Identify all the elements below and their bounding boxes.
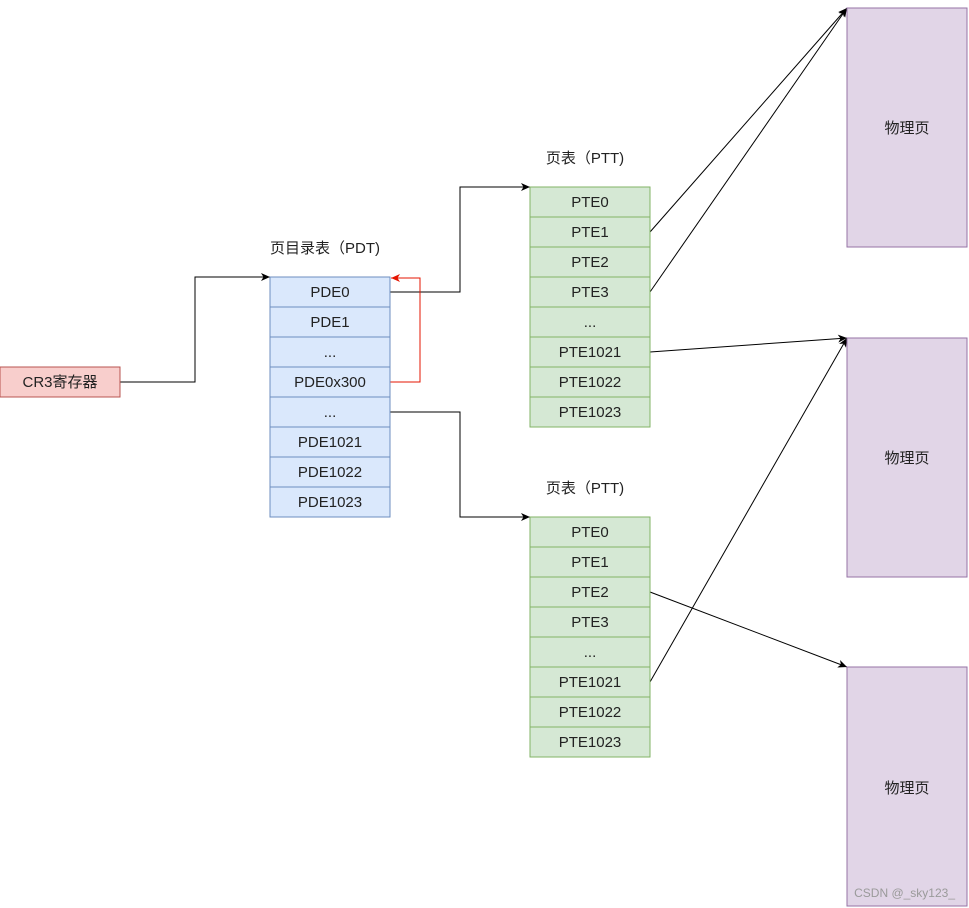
arrow-ptt2-pte1021-to-page2	[649, 337, 848, 683]
ptt-row	[529, 306, 651, 338]
physical-page-2: 物理页	[846, 337, 968, 578]
pdt-entry-label: ...	[324, 404, 337, 421]
pdt-entry-label: ...	[324, 344, 337, 361]
pdt-entry-label: PDE0	[310, 284, 349, 301]
ptt-entry-label: PTE1022	[559, 704, 622, 721]
ptt-row	[529, 666, 651, 698]
watermark: CSDN @_sky123_	[854, 886, 955, 900]
arrow-pde0x300-self-reference	[390, 274, 421, 383]
ptt-entry-label: PTE0	[571, 194, 609, 211]
arrow-ptt1-pte1021-to-page2	[649, 334, 848, 353]
pdt-row	[269, 366, 391, 398]
ptt-entry-label: PTE0	[571, 524, 609, 541]
connectors	[120, 7, 848, 683]
arrow-ptt1-pte3-to-page1	[649, 7, 848, 293]
ptt-row	[529, 546, 651, 578]
pdt-row	[269, 336, 391, 368]
page-table-1: PTE0 PTE1 PTE2 PTE3 ... PTE1021 PTE1022 …	[529, 186, 651, 428]
arrow-cr3-to-pdt	[120, 273, 270, 383]
physical-page-label: 物理页	[884, 120, 929, 137]
pdt-row	[269, 396, 391, 428]
arrow-pde-ellipsis-to-ptt2	[390, 411, 530, 521]
ptt-entry-label: PTE3	[571, 614, 609, 631]
ptt-entry-label: ...	[584, 644, 597, 661]
ptt-title: 页表（PTT)	[546, 150, 624, 167]
arrow-pde0-to-ptt1	[390, 183, 530, 293]
pdt-entry-label: PDE0x300	[294, 374, 366, 391]
ptt-row	[529, 186, 651, 218]
arrow-ptt1-pte1-to-page1	[649, 7, 848, 233]
ptt-row	[529, 606, 651, 638]
ptt-entry-label: PTE1022	[559, 374, 622, 391]
ptt-row	[529, 396, 651, 428]
page-directory-table: PDE0 PDE1 ... PDE0x300 ... PDE1021 PDE10…	[269, 276, 391, 518]
physical-page-label: 物理页	[884, 780, 929, 797]
physical-page-3: 物理页	[846, 666, 968, 907]
ptt-entry-label: PTE1021	[559, 344, 622, 361]
ptt-row	[529, 276, 651, 308]
pdt-entry-label: PDE1022	[298, 464, 362, 481]
ptt-entry-label: PTE2	[571, 584, 609, 601]
physical-page-1: 物理页	[846, 7, 968, 248]
pdt-row	[269, 486, 391, 518]
page-table-2: PTE0 PTE1 PTE2 PTE3 ... PTE1021 PTE1022 …	[529, 516, 651, 758]
ptt-entry-label: PTE3	[571, 284, 609, 301]
arrow-ptt2-pte2-to-page3	[649, 591, 848, 668]
cr3-label: CR3寄存器	[22, 373, 97, 391]
ptt-entry-label: PTE1	[571, 224, 609, 241]
ptt-entry-label: PTE1023	[559, 404, 622, 421]
pdt-row	[269, 426, 391, 458]
cr3-register: CR3寄存器	[0, 366, 121, 398]
pdt-row	[269, 456, 391, 488]
ptt-row	[529, 726, 651, 758]
ptt-entry-label: PTE1	[571, 554, 609, 571]
ptt-entry-label: PTE2	[571, 254, 609, 271]
ptt-entry-label: PTE1021	[559, 674, 622, 691]
ptt-row	[529, 246, 651, 278]
ptt-row	[529, 216, 651, 248]
pdt-title: 页目录表（PDT)	[270, 240, 380, 257]
pdt-entry-label: PDE1	[310, 314, 349, 331]
ptt-entry-label: ...	[584, 314, 597, 331]
ptt-title: 页表（PTT)	[546, 480, 624, 497]
physical-page-label: 物理页	[884, 450, 929, 467]
ptt-entry-label: PTE1023	[559, 734, 622, 751]
ptt-row	[529, 336, 651, 368]
ptt-row	[529, 636, 651, 668]
ptt-row	[529, 366, 651, 398]
pdt-entry-label: PDE1021	[298, 434, 362, 451]
pdt-entry-label: PDE1023	[298, 494, 362, 511]
pdt-row	[269, 276, 391, 308]
ptt-row	[529, 516, 651, 548]
ptt-row	[529, 576, 651, 608]
